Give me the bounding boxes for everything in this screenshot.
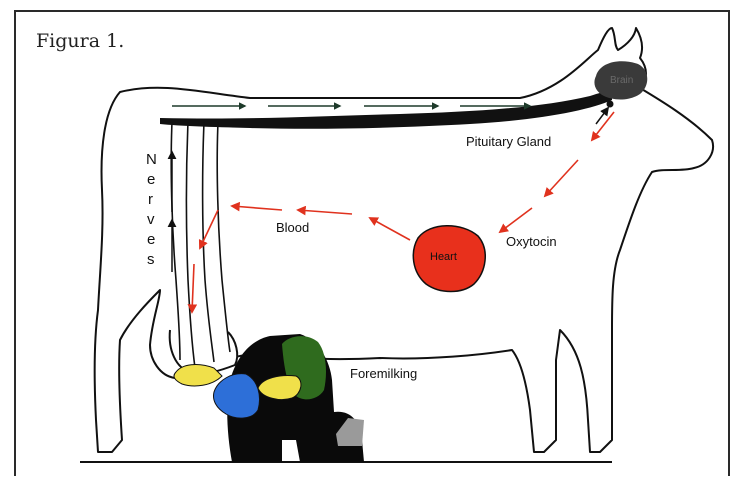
blood-label: Blood — [276, 220, 309, 235]
leg-nerve-3 — [203, 122, 214, 362]
brain-label: Brain — [610, 75, 633, 86]
milker-hand — [214, 374, 260, 418]
oxytocin-arrow-1 — [592, 112, 614, 140]
blood-arrow-5 — [192, 264, 194, 312]
oxytocin-label: Oxytocin — [506, 234, 557, 249]
leg-nerve-4 — [217, 122, 230, 352]
blood-arrow-3 — [232, 206, 282, 210]
pituitary-label: Pituitary Gland — [466, 134, 551, 149]
blood-arrow-1 — [370, 218, 410, 240]
spinal-nerve — [160, 91, 612, 129]
nerves-label: N e r v e s — [146, 151, 161, 268]
oxytocin-arrow-2 — [545, 160, 578, 196]
oxytocin-arrow-3 — [500, 208, 532, 232]
foremilking-label: Foremilking — [350, 366, 417, 381]
blood-arrow-2 — [298, 210, 352, 214]
heart-label: Heart — [430, 251, 457, 263]
pituitary-gland — [607, 101, 614, 108]
